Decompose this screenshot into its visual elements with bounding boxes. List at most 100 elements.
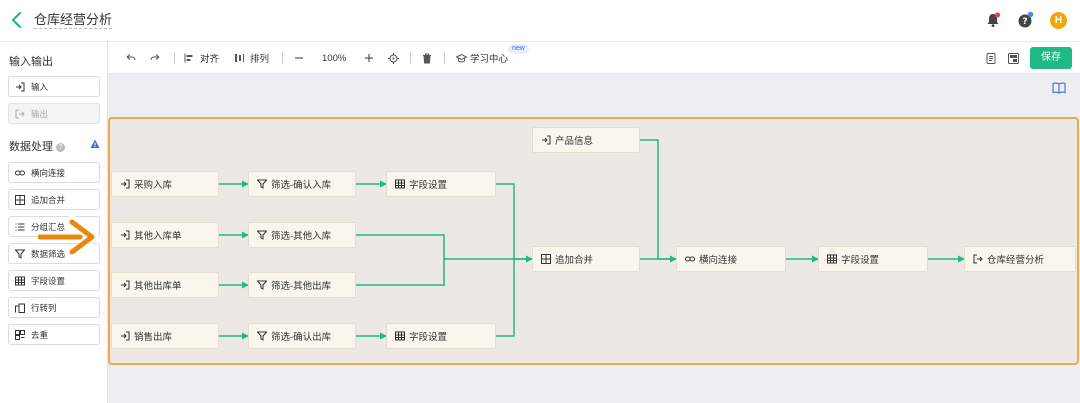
proc-title-text: 数据处理 bbox=[9, 141, 53, 153]
flow-edges bbox=[219, 139, 965, 340]
notification-count: 2 bbox=[1027, 8, 1031, 14]
node-label: 字段设置 bbox=[409, 332, 448, 343]
node-filter-confirm-in[interactable]: 筛选-确认入库 bbox=[248, 171, 356, 197]
output-icon bbox=[972, 254, 983, 265]
input-icon bbox=[119, 280, 130, 291]
filter-icon bbox=[256, 230, 267, 241]
filter-icon bbox=[15, 249, 25, 259]
merge-icon bbox=[15, 194, 25, 205]
divider bbox=[174, 52, 175, 64]
divider bbox=[444, 52, 445, 64]
table-icon bbox=[394, 331, 405, 342]
plus-icon bbox=[365, 54, 373, 62]
preview-button[interactable] bbox=[1008, 42, 1019, 74]
sidebar-item-dedupe[interactable]: 去重 bbox=[8, 324, 100, 345]
input-icon bbox=[540, 135, 551, 146]
edge bbox=[640, 139, 676, 260]
crosshair-icon bbox=[388, 52, 399, 64]
delete-button[interactable] bbox=[422, 42, 432, 74]
sidebar-item-horizontal-join[interactable]: 横向连接 bbox=[8, 162, 100, 183]
sidebar-item-output[interactable]: 输出 bbox=[8, 103, 100, 124]
undo-button[interactable] bbox=[126, 42, 136, 74]
list-icon bbox=[15, 222, 25, 232]
filter-icon bbox=[256, 331, 267, 342]
bell-icon[interactable] bbox=[984, 11, 1002, 29]
table-icon bbox=[15, 276, 25, 286]
zoom-out-button[interactable] bbox=[294, 42, 304, 74]
input-icon bbox=[119, 230, 130, 241]
flow-canvas[interactable]: 产品信息 采购入库 筛选-确认入库 字段设置 其他入库单 筛选-其他入库 追加合… bbox=[108, 74, 1080, 403]
sidebar: 输入输出 输入 输出 数据处理? 横向连接 追加合并 分组汇总 bbox=[0, 42, 108, 403]
node-label: 其他入库单 bbox=[134, 231, 182, 242]
sidebar-item-field-settings[interactable]: 字段设置 bbox=[8, 270, 100, 291]
sidebar-item-label: 分组汇总 bbox=[31, 221, 66, 232]
proc-section-title: 数据处理? bbox=[9, 138, 65, 154]
filter-icon bbox=[256, 179, 267, 190]
node-sales-out[interactable]: 销售出库 bbox=[111, 323, 219, 349]
node-product-info[interactable]: 产品信息 bbox=[532, 127, 640, 153]
page-title[interactable]: 仓库经营分析 bbox=[34, 12, 113, 29]
preview-icon bbox=[1008, 52, 1019, 64]
output-icon bbox=[15, 109, 25, 119]
minus-icon bbox=[295, 57, 303, 59]
table-icon bbox=[394, 179, 405, 190]
help-icon[interactable]: ? bbox=[1016, 11, 1034, 29]
sidebar-item-row-to-column[interactable]: 行转列 bbox=[8, 297, 100, 318]
divider bbox=[282, 52, 283, 64]
locate-button[interactable] bbox=[388, 42, 399, 74]
node-horizontal-join[interactable]: 横向连接 bbox=[676, 246, 786, 272]
svg-text:?: ? bbox=[1022, 17, 1027, 27]
undo-icon bbox=[126, 54, 136, 61]
merge-icon bbox=[540, 254, 551, 265]
highlight-arrow-icon bbox=[38, 215, 99, 259]
node-label: 筛选-确认入库 bbox=[271, 180, 332, 191]
edge bbox=[356, 234, 532, 260]
book-icon[interactable] bbox=[1052, 82, 1066, 94]
arrange-button[interactable]: 排列 bbox=[234, 42, 269, 74]
node-label: 筛选-确认出库 bbox=[271, 332, 332, 343]
io-section-title: 输入输出 bbox=[9, 56, 53, 68]
node-append-merge[interactable]: 追加合并 bbox=[532, 246, 640, 272]
node-field-settings-1[interactable]: 字段设置 bbox=[386, 171, 496, 197]
zoom-level: 100% bbox=[322, 52, 347, 64]
avatar[interactable]: H bbox=[1050, 12, 1067, 29]
node-purchase-in[interactable]: 采购入库 bbox=[111, 171, 219, 197]
redo-button[interactable] bbox=[150, 42, 160, 74]
node-other-in[interactable]: 其他入库单 bbox=[111, 222, 219, 248]
node-filter-other-out[interactable]: 筛选-其他出库 bbox=[248, 272, 356, 298]
align-label: 对齐 bbox=[200, 54, 220, 65]
arrange-icon bbox=[235, 54, 244, 62]
sidebar-item-label: 行转列 bbox=[31, 302, 57, 313]
node-field-settings-2[interactable]: 字段设置 bbox=[386, 323, 496, 349]
sidebar-item-label: 追加合并 bbox=[31, 194, 66, 205]
dedupe-icon bbox=[15, 329, 25, 340]
node-label: 字段设置 bbox=[841, 255, 880, 266]
node-output-warehouse-analysis[interactable]: 仓库经营分析 bbox=[964, 246, 1076, 272]
save-button[interactable]: 保存 bbox=[1030, 47, 1072, 69]
node-filter-confirm-out[interactable]: 筛选-确认出库 bbox=[248, 323, 356, 349]
node-label: 产品信息 bbox=[555, 136, 594, 147]
node-other-out[interactable]: 其他出库单 bbox=[111, 272, 219, 298]
edge bbox=[356, 259, 445, 286]
node-label: 筛选-其他出库 bbox=[271, 281, 332, 292]
notes-button[interactable] bbox=[986, 42, 996, 74]
node-field-settings-3[interactable]: 字段设置 bbox=[818, 246, 928, 272]
sidebar-item-label: 数据筛选 bbox=[31, 248, 66, 259]
toolbar: 对齐 排列 100% 学习中心 new 保存 bbox=[108, 42, 1080, 74]
zoom-in-button[interactable] bbox=[364, 42, 374, 74]
input-icon bbox=[119, 179, 130, 190]
sidebar-item-label: 字段设置 bbox=[31, 275, 66, 286]
sidebar-item-append-merge[interactable]: 追加合并 bbox=[8, 189, 100, 210]
document-icon bbox=[986, 52, 996, 64]
sidebar-item-input[interactable]: 输入 bbox=[8, 76, 100, 97]
back-arrow-icon[interactable] bbox=[8, 10, 26, 30]
input-icon bbox=[15, 82, 25, 92]
info-icon[interactable]: ? bbox=[56, 143, 65, 152]
new-badge: new bbox=[508, 44, 529, 54]
node-label: 其他出库单 bbox=[134, 281, 182, 292]
warning-icon[interactable] bbox=[90, 139, 100, 149]
filter-icon bbox=[256, 280, 267, 291]
node-filter-other-in[interactable]: 筛选-其他入库 bbox=[248, 222, 356, 248]
align-button[interactable]: 对齐 bbox=[184, 42, 219, 74]
learning-center-button[interactable]: 学习中心 bbox=[456, 42, 508, 74]
